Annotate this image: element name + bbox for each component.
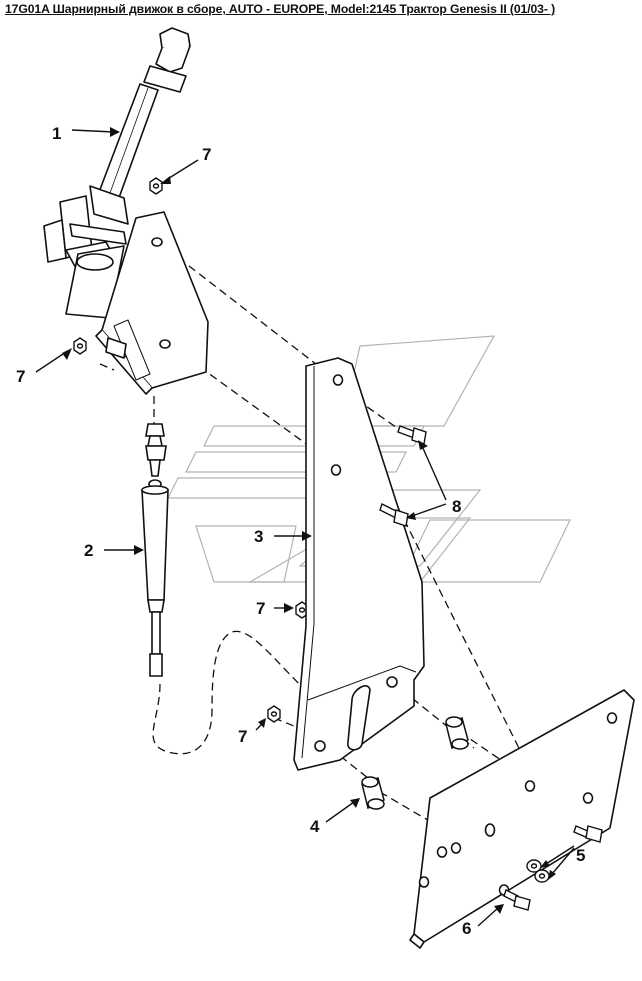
callout-3: 3 (254, 527, 263, 546)
page-title: 17G01A Шарнирный движок в сборе, AUTO - … (5, 2, 556, 16)
callout-7-mid: 7 (256, 599, 265, 618)
dashed-center-lines (99, 241, 585, 897)
part-2-push-rod (141, 423, 169, 677)
part-4-spacers (361, 716, 469, 810)
callout-1: 1 (52, 124, 61, 143)
callout-7-left: 7 (16, 367, 25, 386)
callout-labels: 1 7 7 2 3 7 7 8 4 5 6 (16, 124, 585, 938)
callout-5: 5 (576, 846, 585, 865)
part-3-mounting-plate (293, 357, 425, 771)
callout-8: 8 (452, 497, 461, 516)
part-6-bolts (503, 825, 603, 911)
callout-4: 4 (310, 817, 320, 836)
callout-2: 2 (84, 541, 93, 560)
callout-7-bottom: 7 (238, 727, 247, 746)
part-7-nuts (73, 177, 309, 723)
leader-lines (35, 127, 575, 927)
callout-7-top: 7 (202, 145, 211, 164)
lower-mounting-plate (409, 689, 635, 949)
part-5-washers (526, 859, 550, 883)
part-1-shift-lever (43, 27, 209, 395)
callout-6: 6 (462, 919, 471, 938)
part-8-bolts (379, 425, 427, 527)
